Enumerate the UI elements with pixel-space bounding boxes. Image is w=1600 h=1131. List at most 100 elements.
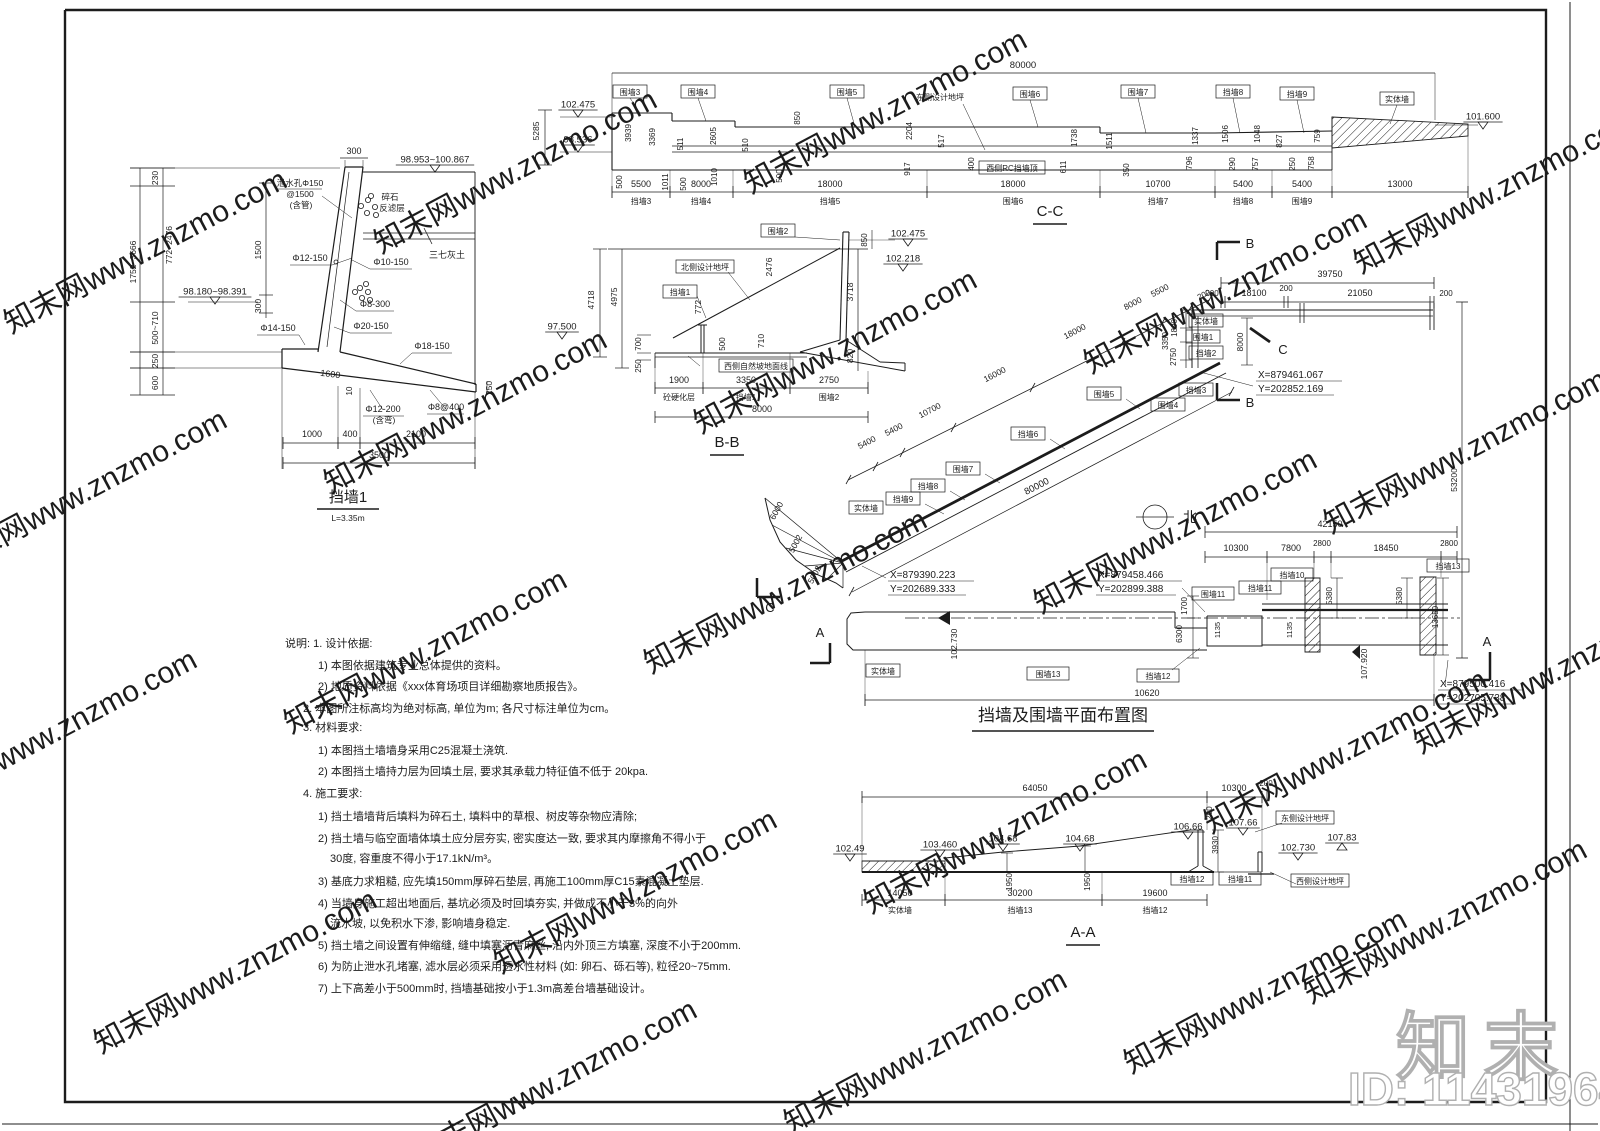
drawing-text: 6000 <box>767 500 785 522</box>
drawing-line <box>872 461 879 472</box>
level-symbol <box>1477 121 1489 130</box>
drawing-line <box>1029 382 1036 393</box>
label-box <box>978 160 1046 175</box>
drawing-line <box>845 231 850 341</box>
drawing-text: B <box>1246 236 1255 251</box>
label-box <box>1215 84 1251 99</box>
label-box-text: 挡墙12 <box>1180 874 1205 884</box>
drawing-text: 5400 <box>856 433 878 451</box>
drawing-text: 700 <box>634 337 643 351</box>
drawing-text: X=879500.416 <box>1440 679 1506 690</box>
drawing-line <box>333 326 351 334</box>
drawing-text: Φ8@400 <box>428 402 464 412</box>
drawing-text: 挡墙5 <box>820 196 841 206</box>
drawing-text: Y=202852.169 <box>1258 384 1324 395</box>
drawing-text: 13000 <box>1387 179 1412 189</box>
drawing-text: Y=202689.333 <box>890 584 956 595</box>
drawing-text: 8000 <box>1235 332 1245 351</box>
drawing-text: 250 <box>150 354 160 368</box>
drawing-text: 4) 当墙身施工超出地面后, 基坑必须及时回填夯实, 并做成不小于3%的向外 <box>318 896 678 910</box>
drawing-text: 1010 <box>710 168 719 186</box>
drawing-line <box>1119 337 1126 348</box>
label-box-text: 挡墙9 <box>893 494 914 504</box>
level-text: 106.66 <box>1173 822 1202 833</box>
drawing-text: 500~710 <box>150 311 160 345</box>
drawing-text: 772 <box>693 300 703 314</box>
drawing-text: 3) 基底力求粗糙, 应先填150mm厚碎石垫层, 再施工100mm厚C15素混… <box>318 874 704 888</box>
drawing-circle <box>362 280 369 287</box>
drawing-text: 5002 <box>786 533 804 555</box>
drawing-text: 10620 <box>1134 688 1159 698</box>
label-box <box>760 223 796 238</box>
drawing-text: 3. 材料要求: <box>303 720 362 734</box>
drawing-text: 511 <box>676 137 685 150</box>
drawing-text: 1) 本图依据建筑专业总体提供的资料。 <box>318 658 507 672</box>
drawing-text: 1950 <box>1005 873 1014 891</box>
drawing-text: Φ14-150 <box>260 323 295 333</box>
drawing-shape <box>1331 116 1469 149</box>
drawing-text: 250 <box>484 381 494 395</box>
drawing-text: 1048 <box>1253 125 1262 143</box>
drawing-text: 102.730 <box>949 628 959 659</box>
drawing-circle <box>371 203 378 210</box>
drawing-text: Φ10-150 <box>373 257 408 267</box>
level-symbol <box>934 849 946 858</box>
label-box-text: 挡墙13 <box>1436 561 1461 571</box>
label-box-text: 挡墙3 <box>1186 385 1207 395</box>
drawing-text: 6300 <box>1175 625 1184 643</box>
drawing-line <box>1049 438 1066 450</box>
drawing-line <box>1232 97 1241 134</box>
level-symbol <box>897 263 909 272</box>
level-text: 102.475 <box>561 100 595 111</box>
label-box <box>1279 86 1315 101</box>
drawing-line <box>351 259 371 270</box>
drawing-line <box>924 503 945 515</box>
drawing-text: 5400 <box>883 420 905 438</box>
drawing-line <box>962 103 986 151</box>
drawing-text: 挡墙1 <box>329 489 367 506</box>
label-box <box>675 259 735 274</box>
drawing-text: 1900 <box>669 375 689 385</box>
watermark-text: 知末网www.znzmo.com <box>1119 903 1413 1080</box>
drawing-text: (含弯) <box>373 415 396 425</box>
drawing-text: 挡墙13 <box>1008 905 1033 915</box>
drawing-text: 3350 <box>736 375 756 385</box>
drawing-line <box>1254 822 1283 833</box>
drawing-text: 18000 <box>1062 321 1088 341</box>
drawing-text: 758 <box>1307 156 1316 170</box>
label-box-text: 围墙2 <box>768 226 789 236</box>
label-box-text: 挡墙1 <box>670 287 691 297</box>
drawing-line <box>697 97 707 122</box>
drawing-text: B-B <box>714 434 739 451</box>
drawing-text: 10700 <box>1145 179 1170 189</box>
drawing-text: 510 <box>741 138 750 152</box>
drawing-text: 18000 <box>817 179 842 189</box>
drawing-circle <box>1142 504 1168 530</box>
drawing-text: 2) 地质资料依据《xxx体育场项目详细勘察地质报告》。 <box>318 679 584 693</box>
drawing-text: 泄水孔Φ150 <box>277 178 324 188</box>
label-box-text: 挡墙12 <box>1146 671 1171 681</box>
drawing-text: 围墙2 <box>819 392 840 402</box>
drawing-text: 850 <box>860 233 869 247</box>
drawing-text: 300 <box>346 146 361 156</box>
label-box <box>1188 313 1224 328</box>
label-box <box>945 461 981 476</box>
watermark-text: 知末网www.znzmo.com <box>0 163 292 340</box>
watermark-text: 知末网www.znzmo.com <box>1079 203 1373 380</box>
drawing-text: 三七灰土 <box>429 249 465 260</box>
drawing-line <box>839 231 844 341</box>
drawing-line <box>1186 304 1193 315</box>
label-box <box>1170 871 1214 886</box>
drawing-line <box>1269 871 1297 885</box>
label-box-text: 挡墙11 <box>1248 583 1273 593</box>
level-symbol <box>572 144 584 153</box>
drawing-text: B <box>1246 395 1255 410</box>
label-box-text: 实体墙 <box>854 503 878 513</box>
drawing-line <box>848 586 855 597</box>
watermark-text: 知末网www.znzmo.com <box>1029 443 1323 620</box>
drawing-text: 759 <box>1313 129 1322 143</box>
drawing-text: A <box>816 625 825 640</box>
drawing-text: 772~2476 <box>164 226 174 264</box>
